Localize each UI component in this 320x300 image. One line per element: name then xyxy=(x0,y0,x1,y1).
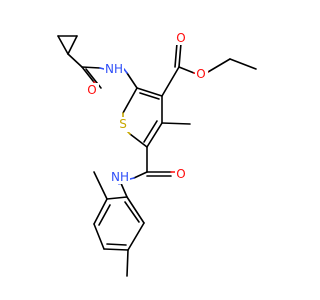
heteroatom-bond-stubs xyxy=(93,37,209,185)
atom-o-ester-carbonyl: O xyxy=(175,31,188,45)
nitrogen-label: NH xyxy=(111,170,129,184)
thiophene-ring xyxy=(122,87,163,148)
atom-n-cyclopropyl-amide: NH xyxy=(104,62,124,76)
thiophene-methyl xyxy=(161,122,191,125)
atom-n-aryl-amide: NH xyxy=(110,170,130,184)
sulfur-label: S xyxy=(119,117,127,131)
oxygen-label: O xyxy=(196,67,205,81)
aryl-methyls xyxy=(93,171,129,277)
ethyl-ester xyxy=(161,42,257,97)
oxygen-label: O xyxy=(176,31,185,45)
cyclopropyl-amide xyxy=(67,53,138,89)
dimethylphenyl-ring xyxy=(93,196,145,251)
atom-s-thiophene: S xyxy=(117,117,130,132)
molecule-diagram: O NH O O S O NH xyxy=(57,31,257,277)
nitrogen-label: NH xyxy=(105,62,123,76)
aryl-amide xyxy=(119,146,172,198)
atom-o-cyclopropyl-amide: O xyxy=(86,83,99,97)
atom-o-aryl-amide: O xyxy=(175,167,188,181)
cyclopropyl-ring xyxy=(57,35,78,55)
oxygen-label: O xyxy=(87,83,96,97)
oxygen-label: O xyxy=(176,167,185,181)
atom-o-ester-ether: O xyxy=(195,67,208,81)
